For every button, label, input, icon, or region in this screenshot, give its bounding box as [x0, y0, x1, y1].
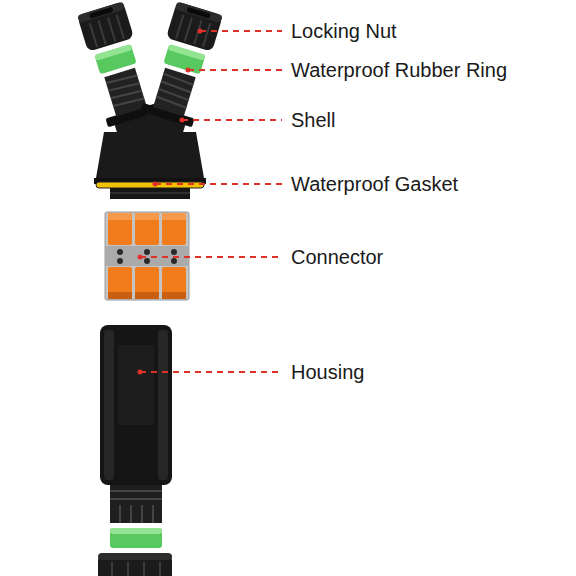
housing: [100, 325, 172, 523]
leader-dots: [138, 29, 203, 375]
leader-lines: [140, 31, 282, 372]
y-shell: [74, 1, 226, 178]
waterproof-gasket: [94, 178, 206, 199]
part-label: Locking Nut: [291, 19, 397, 43]
part-label: Shell: [291, 108, 335, 132]
part-label: Waterproof Gasket: [291, 172, 458, 196]
part-label: Waterproof Rubber Ring: [291, 58, 507, 82]
part-label: Connector: [291, 245, 383, 269]
part-label: Housing: [291, 360, 364, 384]
bottom-seal-and-nut: [98, 528, 172, 576]
